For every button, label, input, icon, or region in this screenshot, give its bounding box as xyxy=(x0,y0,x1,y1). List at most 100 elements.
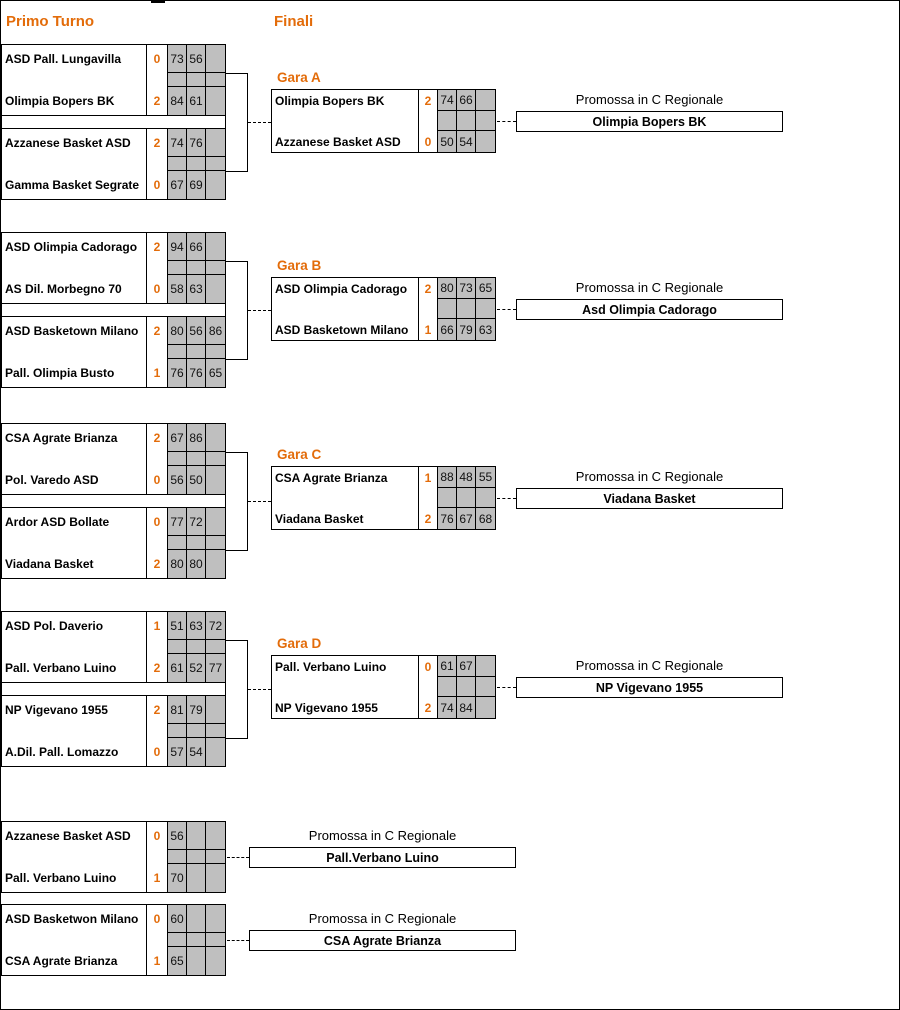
empty-score-cell xyxy=(168,345,187,359)
game-score-cell: 61 xyxy=(168,654,187,682)
first-round-match: Azzanese Basket ASD 2 74 76 Gamma Basket… xyxy=(1,128,226,200)
gara-label: Gara A xyxy=(277,70,321,85)
empty-score-cell xyxy=(168,73,187,87)
series-score-cell: 1 xyxy=(419,467,438,488)
game-score-cell: 84 xyxy=(457,697,476,718)
game-score-cell: 67 xyxy=(457,508,476,529)
series-score-cell: 0 xyxy=(419,131,438,152)
team-name-cell: AS Dil. Morbegno 70 xyxy=(2,275,147,303)
game-score-cell: 60 xyxy=(168,905,187,933)
empty-score-cell xyxy=(168,261,187,275)
bracket-dashed-link xyxy=(227,940,249,941)
bracket-connector-line xyxy=(226,73,248,74)
gara-label: Gara D xyxy=(277,636,322,651)
game-score-cell: 61 xyxy=(438,656,457,677)
empty-score-cell xyxy=(187,933,206,947)
team-name-cell: ASD Basketwon Milano xyxy=(2,905,147,933)
team-name-cell: CSA Agrate Brianza xyxy=(2,424,147,452)
game-score-cell: 73 xyxy=(168,45,187,73)
team-name-cell: Azzanese Basket ASD xyxy=(272,131,419,152)
empty-score-cell xyxy=(206,724,225,738)
empty-score-cell xyxy=(457,111,476,131)
spacer-cell xyxy=(147,850,168,864)
game-score-cell xyxy=(206,947,225,975)
first-round-match: ASD Pall. Lungavilla 0 73 56 Olimpia Bop… xyxy=(1,44,226,116)
empty-score-cell xyxy=(168,640,187,654)
empty-score-cell xyxy=(457,299,476,319)
team-name-cell: Viadana Basket xyxy=(272,508,419,529)
spacer-cell xyxy=(419,488,438,508)
empty-score-cell xyxy=(187,850,206,864)
spacer-cell xyxy=(147,345,168,359)
game-score-cell: 68 xyxy=(476,508,495,529)
series-score-cell: 0 xyxy=(147,171,168,199)
empty-score-cell xyxy=(476,488,495,508)
series-score-cell: 0 xyxy=(147,822,168,850)
game-score-cell xyxy=(206,696,225,724)
game-score-cell xyxy=(206,233,225,261)
game-score-cell: 81 xyxy=(168,696,187,724)
direct-promotion-match: Azzanese Basket ASD 0 56 Pall. Verbano L… xyxy=(1,821,226,893)
game-score-cell: 77 xyxy=(206,654,225,682)
team-name-cell: Viadana Basket xyxy=(2,550,147,578)
series-score-cell: 0 xyxy=(147,45,168,73)
game-score-cell xyxy=(187,905,206,933)
game-score-cell xyxy=(187,864,206,892)
series-score-cell: 2 xyxy=(147,696,168,724)
game-score-cell xyxy=(476,90,495,111)
game-score-cell xyxy=(187,822,206,850)
game-score-cell: 79 xyxy=(457,319,476,340)
game-score-cell xyxy=(206,171,225,199)
team-name-cell: ASD Pall. Lungavilla xyxy=(2,45,147,73)
pair-frame xyxy=(1,611,226,767)
empty-score-cell xyxy=(457,677,476,697)
team-name-cell: Olimpia Bopers BK xyxy=(272,90,419,111)
promotion-caption: Promossa in C Regionale xyxy=(575,280,724,295)
bracket-connector-line xyxy=(226,359,248,360)
game-score-cell: 56 xyxy=(187,317,206,345)
game-score-cell xyxy=(476,131,495,152)
first-round-match: NP Vigevano 1955 2 81 79 A.Dil. Pall. Lo… xyxy=(1,695,226,767)
series-score-cell: 2 xyxy=(419,278,438,299)
game-score-cell: 76 xyxy=(168,359,187,387)
empty-score-cell xyxy=(476,111,495,131)
team-name-cell: CSA Agrate Brianza xyxy=(2,947,147,975)
team-name-cell: Pol. Varedo ASD xyxy=(2,466,147,494)
team-name-cell: Gamma Basket Segrate xyxy=(2,171,147,199)
game-score-cell: 74 xyxy=(438,697,457,718)
game-score-cell: 72 xyxy=(206,612,225,640)
promotion-caption: Promossa in C Regionale xyxy=(575,658,724,673)
game-score-cell xyxy=(206,424,225,452)
team-name-cell: NP Vigevano 1955 xyxy=(2,696,147,724)
team-name-cell: CSA Agrate Brianza xyxy=(272,467,419,488)
series-score-cell: 0 xyxy=(147,466,168,494)
team-name-cell: A.Dil. Pall. Lomazzo xyxy=(2,738,147,766)
spacer-cell xyxy=(2,536,147,550)
empty-score-cell xyxy=(476,299,495,319)
empty-score-cell xyxy=(187,261,206,275)
game-score-cell xyxy=(206,822,225,850)
empty-score-cell xyxy=(187,73,206,87)
game-score-cell: 76 xyxy=(438,508,457,529)
empty-score-cell xyxy=(168,850,187,864)
game-score-cell: 63 xyxy=(476,319,495,340)
spacer-cell xyxy=(2,157,147,171)
bracket-connector-line xyxy=(226,171,248,172)
game-score-cell: 80 xyxy=(168,550,187,578)
game-score-cell: 65 xyxy=(206,359,225,387)
spacer-cell xyxy=(2,850,147,864)
bracket-dashed-link xyxy=(497,687,516,688)
series-score-cell: 1 xyxy=(147,612,168,640)
game-score-cell: 56 xyxy=(187,45,206,73)
final-match: ASD Olimpia Cadorago 2 80 73 65 ASD Bask… xyxy=(271,277,496,341)
empty-score-cell xyxy=(187,157,206,171)
game-score-cell: 67 xyxy=(168,424,187,452)
game-score-cell: 80 xyxy=(438,278,457,299)
bracket-connector-line xyxy=(247,261,248,360)
series-score-cell: 2 xyxy=(419,508,438,529)
empty-score-cell xyxy=(206,536,225,550)
series-score-cell: 2 xyxy=(147,424,168,452)
empty-score-cell xyxy=(187,452,206,466)
promoted-team-box: CSA Agrate Brianza xyxy=(249,930,516,951)
team-name-cell: NP Vigevano 1955 xyxy=(272,697,419,718)
